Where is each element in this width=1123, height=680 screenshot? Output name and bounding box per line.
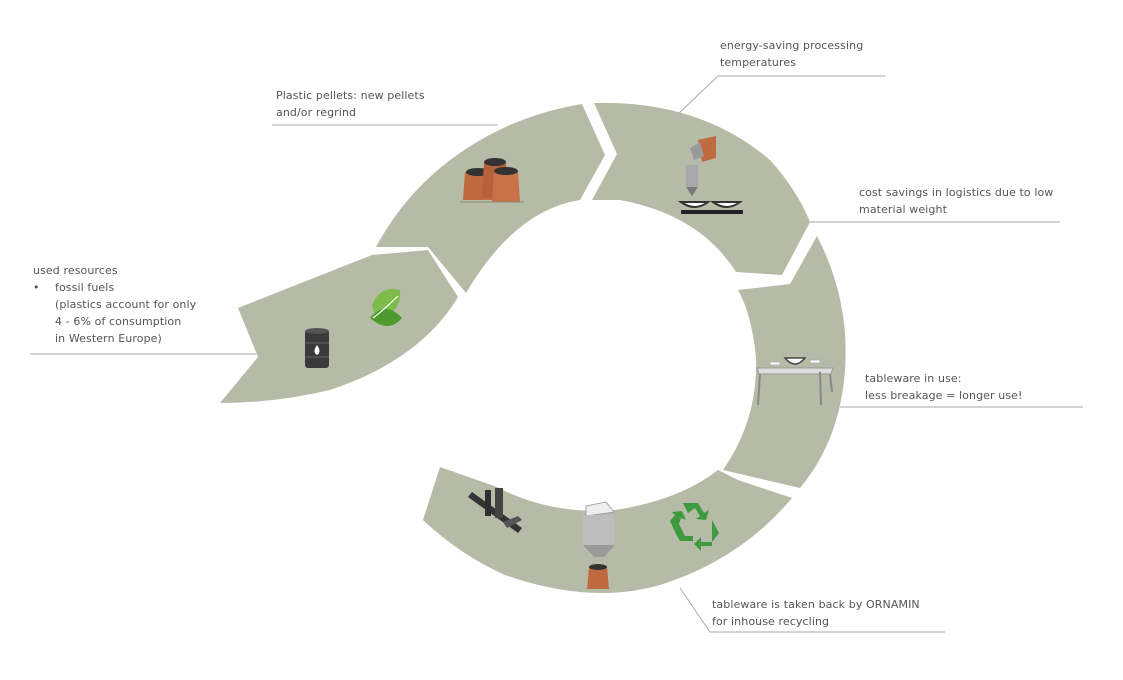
- segment-processing: [592, 102, 810, 275]
- oil-barrel-icon: [305, 328, 329, 368]
- label-pellets-line-2: and/or regrind: [276, 106, 357, 119]
- label-energy-line-2: temperatures: [720, 56, 797, 69]
- pellet-bags-icon: [460, 158, 524, 203]
- segment-in-use: [723, 236, 846, 488]
- extruder-icon: [677, 136, 743, 214]
- label-resources-line-1: fossil fuels: [55, 281, 115, 294]
- recycle-icon: [670, 503, 719, 551]
- label-resources-line-2: (plastics account for only: [55, 298, 197, 311]
- leader-lines: [30, 75, 1083, 633]
- label-recycling: tableware is taken back by ORNAMIN for i…: [712, 596, 920, 630]
- leader-line-energy: [676, 75, 885, 116]
- label-recycling-line-2: for inhouse recycling: [712, 615, 830, 628]
- label-resources-bullet-row: • fossil fuels (plastics account for onl…: [33, 279, 196, 347]
- label-tableware-in-use: tableware in use: less breakage = longer…: [865, 370, 1023, 404]
- label-logistics-line-2: material weight: [859, 203, 947, 216]
- label-cost-savings: cost savings in logistics due to low mat…: [859, 184, 1053, 218]
- label-energy-line-1: energy-saving processing: [720, 39, 864, 52]
- label-in-use-line-1: tableware in use:: [865, 372, 962, 385]
- label-resources-line-4: in Western Europe): [55, 332, 162, 345]
- label-recycling-line-1: tableware is taken back by ORNAMIN: [712, 598, 920, 611]
- ring-segments: [220, 102, 846, 593]
- leaf-icon: [370, 289, 402, 326]
- label-energy-saving: energy-saving processing temperatures: [720, 37, 863, 71]
- label-resources-heading: used resources: [33, 264, 118, 277]
- label-used-resources: used resources • fossil fuels (plastics …: [33, 262, 196, 347]
- silo-icon: [583, 501, 615, 589]
- bullet-dot: •: [33, 281, 40, 294]
- label-pellets-line-1: Plastic pellets: new pellets: [276, 89, 425, 102]
- table-icon: [756, 357, 834, 406]
- segment-resources: [220, 250, 458, 403]
- leader-line-recycling: [679, 587, 945, 633]
- label-resources-line-3: 4 - 6% of consumption: [55, 315, 182, 328]
- label-in-use-line-2: less breakage = longer use!: [865, 389, 1023, 402]
- tray-icon: [468, 488, 522, 533]
- label-plastic-pellets: Plastic pellets: new pellets and/or regr…: [276, 87, 425, 121]
- label-logistics-line-1: cost savings in logistics due to low: [859, 186, 1054, 199]
